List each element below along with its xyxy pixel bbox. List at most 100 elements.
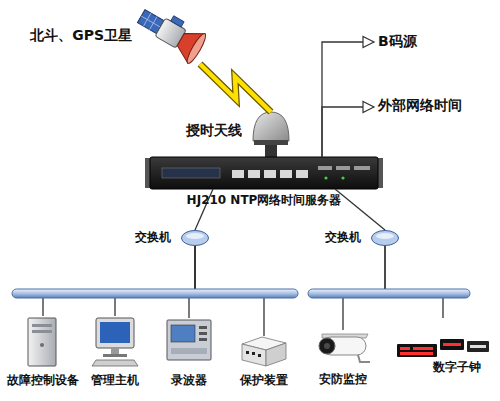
drive-slot bbox=[32, 324, 52, 327]
protection-port bbox=[246, 351, 249, 354]
clock-digits bbox=[413, 347, 433, 350]
network-bus bbox=[12, 289, 298, 298]
arrow-head bbox=[363, 102, 374, 113]
lightning-bolt bbox=[200, 64, 271, 112]
protection-port bbox=[252, 352, 255, 355]
connector-line bbox=[385, 246, 443, 318]
panel-marking bbox=[354, 166, 370, 170]
network-port bbox=[280, 170, 292, 178]
connector bbox=[115, 246, 195, 316]
switch-node: 交换机 bbox=[181, 230, 209, 246]
status-led bbox=[324, 176, 327, 179]
recorder-case bbox=[167, 320, 211, 360]
keyboard bbox=[92, 360, 138, 366]
antenna-node: 授时天线 bbox=[252, 112, 290, 148]
device-node: 录波器 bbox=[165, 318, 213, 362]
clock-digits bbox=[400, 352, 433, 355]
network-port bbox=[296, 170, 308, 178]
node-label: 交换机 bbox=[135, 231, 171, 245]
node-label: 授时天线 bbox=[186, 122, 242, 138]
device-node: 保护装置 bbox=[240, 336, 288, 366]
server-node: HJ210 NTP网络时间服务器 bbox=[150, 157, 378, 189]
network-port bbox=[264, 170, 276, 178]
camera-lens bbox=[319, 338, 335, 354]
node-label: 录波器 bbox=[171, 374, 207, 388]
antenna-dome bbox=[253, 112, 289, 141]
clock-display bbox=[397, 344, 437, 357]
switch-highlight bbox=[186, 233, 204, 239]
clock-display bbox=[467, 341, 489, 352]
clock-display bbox=[440, 339, 464, 350]
device-node: 数字子钟 bbox=[395, 318, 491, 358]
node-label: 管理主机 bbox=[91, 374, 139, 388]
satellite-node: 北斗、GPS卫星 bbox=[140, 6, 206, 64]
monitor-screen bbox=[100, 322, 130, 343]
connector-line bbox=[343, 246, 385, 330]
recorder-screen bbox=[171, 325, 195, 342]
connector bbox=[385, 246, 443, 318]
recorder-key bbox=[199, 326, 207, 329]
switch-ellipse bbox=[372, 231, 399, 246]
connector-line bbox=[195, 246, 264, 336]
device-node: 管理主机 bbox=[92, 316, 138, 366]
connector-line bbox=[189, 246, 195, 318]
connector-line bbox=[115, 246, 195, 316]
device-node: 故障控制设备 bbox=[26, 316, 60, 368]
status-led bbox=[341, 176, 344, 179]
switch-shape bbox=[371, 230, 399, 246]
connector-line bbox=[322, 42, 374, 157]
panel-marking bbox=[318, 166, 332, 170]
node-label: 故障控制设备 bbox=[7, 374, 79, 388]
clock-digits bbox=[400, 347, 410, 350]
clock-digits bbox=[470, 345, 486, 348]
network-port bbox=[232, 170, 244, 178]
panel-grid bbox=[141, 16, 160, 27]
connector bbox=[343, 246, 385, 330]
recorder-key bbox=[199, 338, 207, 341]
clock-digits bbox=[443, 343, 461, 346]
monitor-base bbox=[103, 354, 127, 357]
server-chassis bbox=[150, 157, 378, 189]
drive-slot bbox=[32, 330, 52, 333]
solar-panel bbox=[171, 16, 184, 27]
connector bbox=[322, 102, 374, 158]
antenna-mast bbox=[265, 145, 277, 157]
node-label: B码源 bbox=[374, 33, 426, 49]
arrow-head bbox=[363, 37, 374, 48]
time-source-node: B码源 bbox=[374, 33, 426, 51]
monitor-bezel bbox=[96, 318, 134, 348]
server-display bbox=[162, 168, 220, 178]
connector bbox=[189, 246, 195, 318]
protection-side bbox=[266, 343, 286, 366]
connector bbox=[322, 37, 374, 158]
monitor-stand bbox=[111, 348, 119, 354]
switch-ellipse bbox=[182, 231, 209, 246]
device-node: 安防监控 bbox=[316, 330, 370, 360]
recorder-panel bbox=[171, 348, 207, 354]
lightning-outline bbox=[200, 64, 271, 112]
node-label: 北斗、GPS卫星 bbox=[30, 27, 132, 43]
camera-lens-core bbox=[324, 343, 330, 349]
connector-line bbox=[43, 246, 195, 316]
connector-line bbox=[335, 189, 385, 230]
connector bbox=[335, 189, 385, 230]
connector bbox=[43, 246, 195, 316]
satellite-icon bbox=[132, 2, 208, 65]
node-label: 保护装置 bbox=[240, 374, 288, 388]
protection-port bbox=[258, 354, 261, 357]
connector bbox=[200, 64, 271, 112]
panel-marking bbox=[336, 166, 350, 170]
node-label: 安防监控 bbox=[319, 373, 367, 387]
connector bbox=[195, 246, 264, 336]
connector-line bbox=[322, 107, 374, 157]
time-source-node: 外部网络时间 bbox=[374, 97, 474, 117]
pc-tower bbox=[28, 318, 56, 366]
dish-rim bbox=[184, 32, 208, 65]
network-bus bbox=[308, 289, 470, 298]
node-label: 外部网络时间 bbox=[374, 97, 474, 113]
recorder-key bbox=[199, 332, 207, 335]
power-button bbox=[40, 343, 44, 347]
camera-bracket bbox=[358, 355, 370, 362]
antenna-base bbox=[254, 140, 288, 145]
